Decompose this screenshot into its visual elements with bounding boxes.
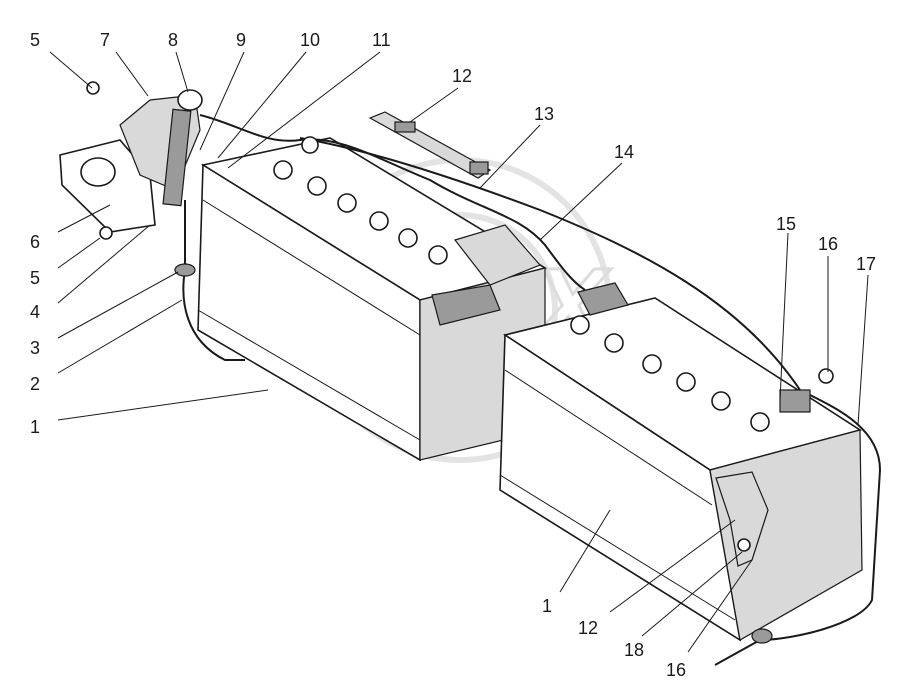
callout-11: 11 [372,30,391,50]
callout-7: 7 [100,30,110,50]
callout-5-top: 5 [30,30,40,50]
callout-8: 8 [168,30,178,50]
callout-15: 15 [776,214,796,234]
battery-rear-caps [273,160,448,265]
callout-2: 2 [30,374,40,394]
callouts: 5 7 8 9 10 11 12 13 14 15 16 17 6 5 4 3 … [30,30,876,680]
callout-10: 10 [300,30,320,50]
hold-down-bar [368,111,492,179]
leader-lines [49,51,869,653]
callout-17: 17 [856,254,876,274]
callout-9: 9 [236,30,246,50]
mass-switch-assembly [59,81,203,240]
battery-front-caps [570,315,770,432]
callout-1-left: 1 [30,417,40,437]
callout-18: 18 [624,640,644,660]
battery-rear [197,137,548,462]
callout-16-top: 16 [818,234,838,254]
callout-12-bottom: 12 [578,618,598,638]
callout-14: 14 [614,142,634,162]
callout-13: 13 [534,104,554,124]
callout-3: 3 [30,338,40,358]
callout-6: 6 [30,232,40,252]
callout-4: 4 [30,302,40,322]
callout-1-bottom: 1 [542,596,552,616]
battery-front [499,282,863,642]
callout-12-top: 12 [452,66,472,86]
callout-5-bottom: 5 [30,268,40,288]
callout-16-bottom: 16 [666,660,686,680]
cables [174,114,882,666]
